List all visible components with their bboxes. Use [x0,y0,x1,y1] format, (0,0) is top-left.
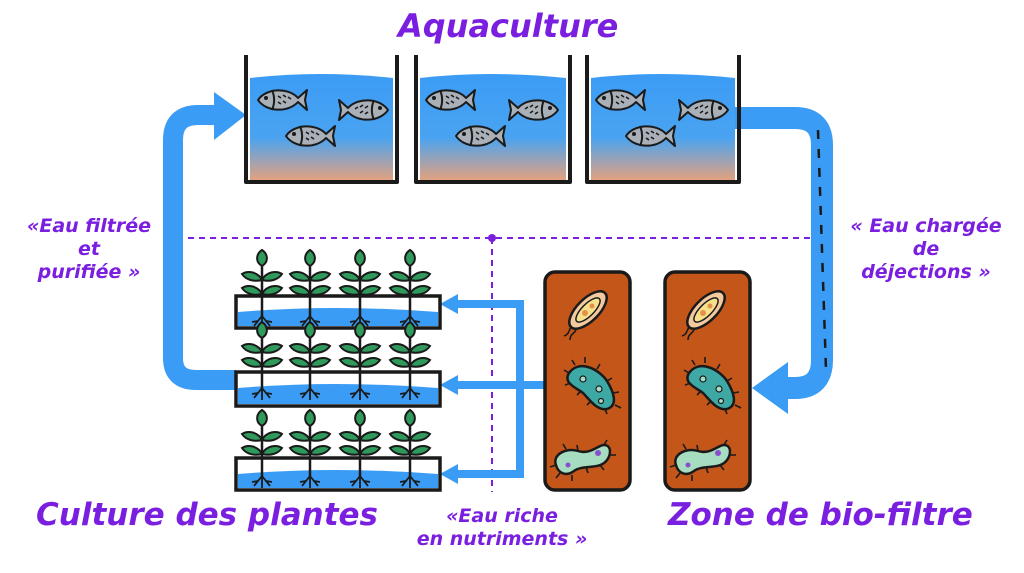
fish-tank-3 [585,55,741,184]
filtered-water-label: «Eau filtrée et purifiée » [4,215,174,283]
loaded-line-3: déjections » [861,260,991,283]
loaded-line-2: de [912,237,940,260]
biofilter-column-2 [663,270,752,492]
plant-tray-3 [234,408,442,492]
nutrient-line-2: en nutriments » [416,527,588,550]
loaded-line-1: « Eau chargée [850,215,1002,237]
plant-tray-1 [234,248,442,330]
divider-lines [188,234,812,492]
filtered-line-1: «Eau filtrée [27,215,151,237]
plant-tray-2 [234,320,442,408]
filtered-line-3: purifiée » [37,260,141,283]
waste-arrow [728,107,833,414]
biofilter-column-1 [543,270,632,492]
plants-title: Culture des plantes [36,497,378,533]
fish-tank-2 [414,55,572,184]
biofilter-title: Zone de bio-filtre [668,497,973,533]
filtered-line-2: et [78,237,100,260]
aquaculture-title: Aquaculture [398,7,619,45]
nutrient-water-label: «Eau riche en nutriments » [402,505,602,551]
return-arrow [163,92,246,390]
fish-tank-1 [244,55,399,184]
loaded-water-label: « Eau chargée de déjections » [836,215,1016,283]
nutrient-pipes [440,294,545,484]
nutrient-line-1: «Eau riche [446,505,558,527]
